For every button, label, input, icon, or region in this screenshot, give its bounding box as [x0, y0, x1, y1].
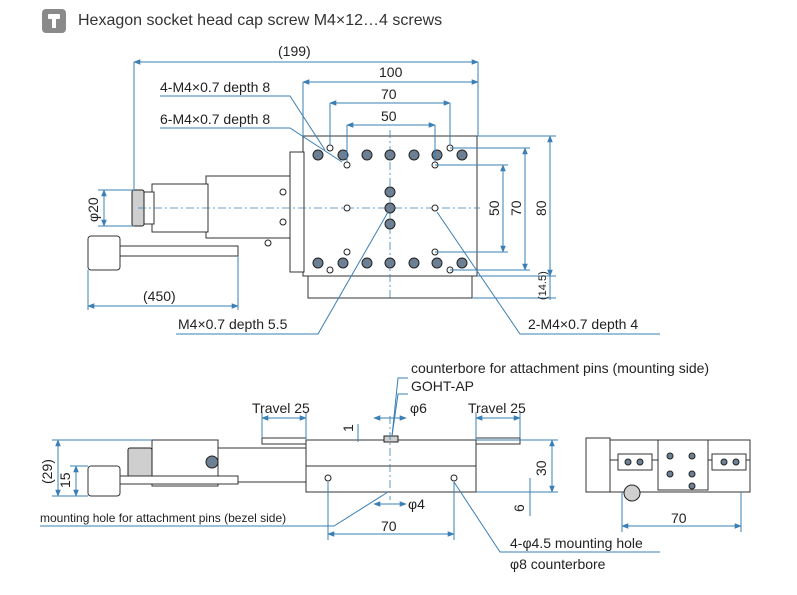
leader-2m4: [436, 211, 660, 335]
hole: [279, 218, 287, 226]
side-connector: [585, 437, 611, 493]
dim-70-side: 70: [671, 510, 687, 526]
label-2m4: 2-M4×0.7 depth 4: [528, 316, 638, 332]
hole: [384, 218, 396, 230]
hole: [720, 458, 728, 466]
hole: [264, 239, 272, 247]
side-clamp-left: [617, 453, 653, 471]
stage-side-plate: [289, 151, 305, 273]
front-view: counterbore for attachment pins (mountin…: [39, 360, 709, 572]
hole: [343, 248, 351, 256]
hole: [279, 188, 287, 196]
hole: [456, 149, 468, 161]
dim-29: (29): [39, 459, 55, 484]
travel-block-left: [261, 437, 307, 445]
hole: [312, 257, 324, 269]
top-holes: [264, 144, 468, 274]
hole: [408, 257, 420, 269]
hole: [688, 470, 696, 478]
hole: [384, 202, 396, 214]
label-goht: GOHT-AP: [411, 378, 474, 394]
dim-phi20: φ20: [85, 197, 101, 222]
cable: [119, 245, 239, 257]
leader-4m4: [160, 95, 326, 151]
dim-15: 15: [57, 472, 73, 488]
hole: [688, 482, 696, 490]
hole: [636, 458, 644, 466]
travel-block-right: [475, 437, 521, 445]
hole: [666, 452, 674, 460]
hole: [666, 470, 674, 478]
hole: [431, 149, 443, 161]
label-mounting-hole-pins: mounting hole for attachment pins (bezel…: [40, 511, 286, 525]
label-m4-center: M4×0.7 depth 5.5: [178, 316, 288, 332]
dim-phi4: φ4: [408, 496, 425, 512]
hole: [384, 257, 396, 269]
title-row: Hexagon socket head cap screw M4×12…4 sc…: [42, 8, 442, 34]
label-counterbore-pins: counterbore for attachment pins (mountin…: [411, 360, 709, 376]
dim-70-h: 70: [381, 86, 397, 102]
top-view: (199) 100 70 50 50 70 80 (14.5) φ20 (450…: [85, 43, 660, 335]
leader-goht: [391, 393, 408, 437]
hole: [456, 257, 468, 269]
hole: [361, 149, 373, 161]
cable-front: [119, 475, 239, 485]
label-phi8: φ8 counterbore: [510, 556, 606, 572]
label-6m4: 6-M4×0.7 depth 8: [160, 111, 270, 127]
leader-counterbore-pins: [391, 377, 408, 437]
hole: [408, 149, 420, 161]
dim-100: 100: [379, 64, 403, 80]
hole: [326, 266, 334, 274]
hole: [361, 257, 373, 269]
dim-6: 6: [511, 504, 527, 512]
travel-left: Travel 25: [252, 400, 310, 416]
connector: [87, 235, 121, 271]
dim-70-v: 70: [508, 200, 524, 216]
dim-phi6: φ6: [410, 400, 427, 416]
hole: [688, 452, 696, 460]
screw-icon: [42, 9, 66, 33]
leader-4phi45: [453, 481, 660, 553]
dim-50-v: 50: [486, 200, 502, 216]
hole: [384, 149, 396, 161]
pin-counterbore: [383, 435, 399, 443]
hole: [384, 186, 396, 198]
label-4phi45: 4-φ4.5 mounting hole: [510, 535, 643, 551]
side-knob: [623, 484, 641, 502]
hole: [337, 149, 349, 161]
dim-450: (450): [143, 288, 176, 304]
dim-199: (199): [278, 43, 311, 59]
hole: [343, 204, 351, 212]
hole: [431, 204, 439, 212]
dim-14-5: (14.5): [537, 271, 549, 300]
travel-right: Travel 25: [468, 400, 526, 416]
hole: [450, 474, 458, 482]
motor-housing: [205, 175, 291, 239]
label-4m4: 4-M4×0.7 depth 8: [160, 79, 270, 95]
dim-30: 30: [533, 460, 549, 476]
knob-front: [127, 447, 153, 479]
leader-m4-center: [176, 211, 389, 335]
hole: [431, 257, 443, 269]
hole: [324, 474, 332, 482]
hole: [343, 161, 351, 169]
hole: [624, 458, 632, 466]
hole: [326, 144, 334, 152]
hole: [312, 149, 324, 161]
leader-mounting-hole-pins: [40, 491, 389, 527]
side-bracket: [657, 439, 709, 491]
hole: [732, 458, 740, 466]
side-view: 70: [585, 437, 751, 532]
hole: [337, 257, 349, 269]
dim-80-v: 80: [533, 200, 549, 216]
leader-6m4: [160, 127, 343, 163]
header-text: Hexagon socket head cap screw M4×12…4 sc…: [78, 12, 443, 29]
dim-1: 1: [340, 424, 356, 432]
side-clamp-right: [711, 453, 747, 471]
hole: [205, 455, 219, 469]
connector-front: [87, 465, 121, 497]
dim-50-h: 50: [381, 108, 397, 124]
dim-70-front: 70: [381, 518, 397, 534]
